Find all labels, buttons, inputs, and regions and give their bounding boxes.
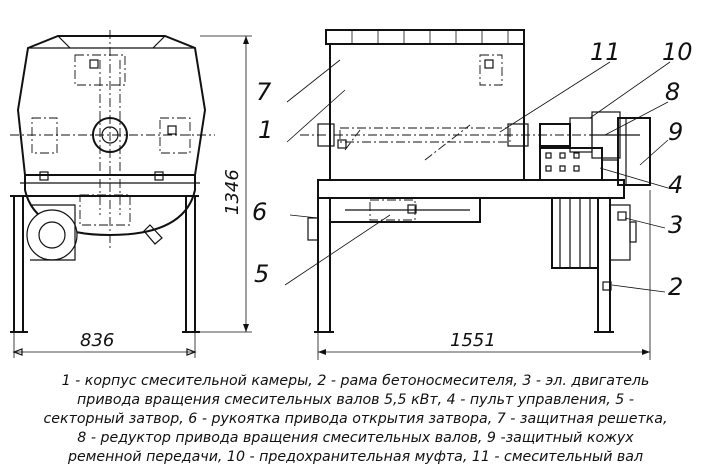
front-view [300, 29, 651, 360]
callout-5: 5 [254, 260, 269, 288]
height-dimension [200, 35, 252, 333]
caption-line: секторный затвор, 6 - рукоятка привода о… [43, 411, 668, 427]
callout-2: 2 [668, 273, 683, 301]
dim-side-width: 836 [80, 330, 114, 351]
caption-line: ременной передачи, 10 - предохранительна… [67, 449, 644, 465]
callout-6: 6 [252, 198, 267, 226]
callout-4: 4 [668, 171, 683, 199]
callout-7: 7 [256, 78, 272, 106]
dim-front-width: 1551 [450, 330, 496, 351]
leader-lines [284, 59, 671, 293]
callout-10: 10 [662, 38, 693, 66]
caption-line: 8 - редуктор привода вращения смесительн… [77, 430, 634, 446]
caption-line: 1 - корпус смесительной камеры, 2 - рама… [61, 373, 650, 389]
dim-height: 1346 [222, 169, 243, 215]
callout-3: 3 [668, 211, 683, 239]
callout-9: 9 [668, 118, 683, 146]
caption-line: привода вращения смесительных валов 5,5 … [77, 392, 634, 408]
callout-8: 8 [665, 78, 680, 106]
technical-drawing: 836 1551 1346 7 1 6 5 11 10 8 9 4 3 2 [10, 29, 693, 360]
callout-11: 11 [590, 38, 621, 66]
side-view [10, 30, 215, 358]
callout-1: 1 [258, 116, 273, 144]
figure-caption: 1 - корпус смесительной камеры, 2 - рама… [0, 372, 711, 467]
